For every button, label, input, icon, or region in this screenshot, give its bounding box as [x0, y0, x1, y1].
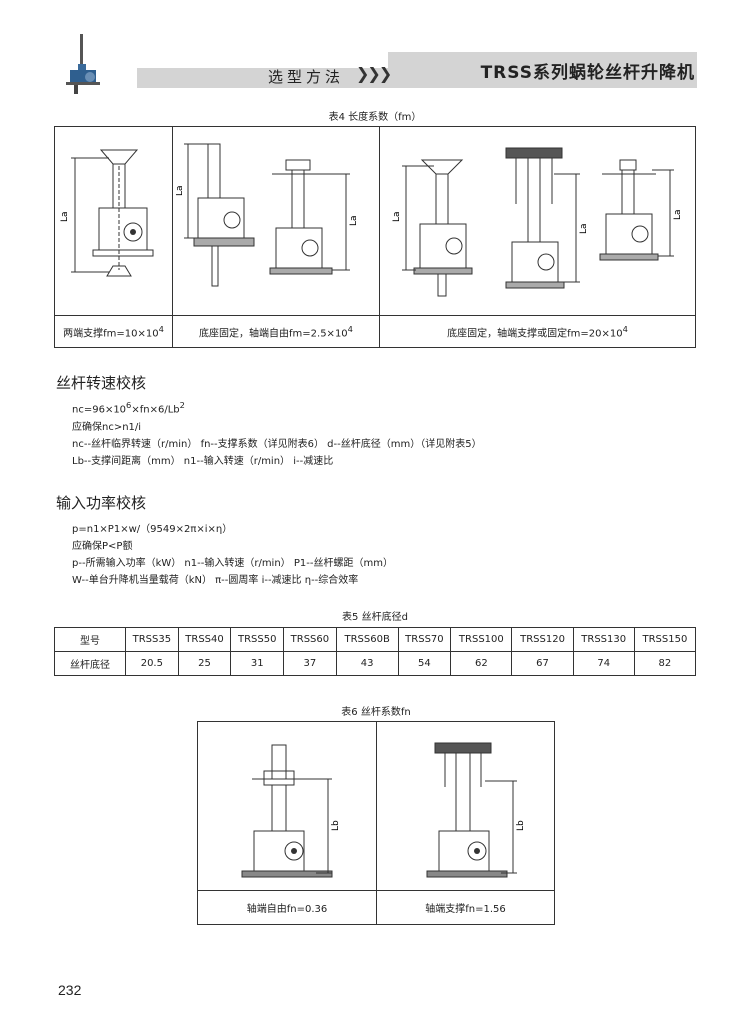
table4: La La L [54, 126, 696, 348]
table4-caption: 表4 长度系数（fm） [328, 112, 422, 123]
speed-def-2: Lb--支撑间距离（mm） n1--输入转速（r/min） i--减速比 [72, 456, 334, 467]
table-cell: 74 [572, 651, 635, 676]
power-def-1: p--所需输入功率（kW） n1--输入转速（r/min） P1--丝杆螺距（m… [72, 558, 393, 569]
lifter-diagram-icon: La La [175, 143, 359, 286]
dim-label-lb: Lb [516, 819, 526, 830]
table-row: 型号 TRSS35 TRSS40 TRSS50 TRSS60 TRSS60B T… [54, 627, 697, 652]
table-cell: TRSS70 [397, 627, 452, 652]
table-cell: 67 [511, 651, 574, 676]
table4-figure-fixed-end: La La La [379, 126, 696, 316]
table-cell: 82 [633, 651, 697, 676]
table5: 型号 TRSS35 TRSS40 TRSS50 TRSS60 TRSS60B T… [54, 627, 697, 676]
power-ensure: 应确保P<P额 [72, 541, 133, 552]
table6-figure-free-end: Lb [197, 721, 377, 891]
lifter-diagram-icon: Lb [241, 744, 341, 877]
lifter-logo-icon [66, 34, 100, 94]
page-number: 232 [58, 982, 82, 998]
table-cell: 62 [450, 651, 513, 676]
table4-figure-free-end: La La [172, 126, 380, 316]
header-title-band [388, 52, 697, 88]
dim-label-la: La [392, 211, 402, 222]
table-cell: 型号 [54, 627, 126, 652]
page-title: TRSS系列蜗轮丝杆升降机 [480, 63, 695, 83]
lifter-diagram-icon: Lb [426, 742, 526, 877]
table-cell: TRSS150 [633, 627, 697, 652]
table-row: 丝杆底径 20.5 25 31 37 43 54 62 67 74 82 [54, 651, 697, 676]
table4-cell-both-ends: 两端支撑fm=10×104 [54, 315, 173, 348]
table-cell: 31 [230, 651, 285, 676]
dim-label-la: La [60, 211, 70, 222]
table-cell: TRSS40 [177, 627, 232, 652]
table4-figure-both-ends: La [54, 126, 173, 316]
dim-label-la: La [579, 223, 589, 234]
lifter-diagram-icon: La [60, 149, 153, 276]
table-cell: TRSS60B [335, 627, 399, 652]
table6-cell-free-end: 轴端自由fn=0.36 [197, 890, 377, 925]
speed-ensure: 应确保nc>n1/i [72, 422, 142, 433]
table-cell: 54 [397, 651, 452, 676]
power-def-2: W--单台升降机当量载荷（kN） π--圆周率 i--减速比 η--综合效率 [72, 575, 359, 586]
dim-label-la: La [349, 215, 359, 226]
table5-caption: 表5 丝杆底径d [342, 612, 408, 623]
speed-formula: nc=96×106×fn×6/Lb2 [72, 400, 185, 416]
table4-cell-free-end: 底座固定，轴端自由fm=2.5×104 [172, 315, 380, 348]
dim-label-lb: Lb [331, 819, 341, 830]
table-cell: TRSS35 [125, 627, 179, 652]
table-cell: TRSS120 [511, 627, 574, 652]
table-cell: 丝杆底径 [54, 651, 126, 676]
speed-section-title: 丝杆转速校核 [56, 374, 147, 392]
table6-caption: 表6 丝杆系数fn [341, 707, 411, 718]
table-cell: TRSS130 [572, 627, 635, 652]
table6-figure-support-end: Lb [376, 721, 555, 891]
power-formula: p=n1×P1×w/（9549×2π×i×η） [72, 524, 233, 535]
table-cell: 37 [283, 651, 337, 676]
table-cell: TRSS100 [450, 627, 513, 652]
table6-cell-support-end: 轴端支撑fn=1.56 [376, 890, 555, 925]
dim-label-la: La [176, 185, 185, 196]
table4-cell-fixed-end: 底座固定，轴端支撑或固定fm=20×104 [379, 315, 696, 348]
power-section-title: 输入功率校核 [56, 494, 147, 512]
table-cell: 25 [177, 651, 232, 676]
table-cell: TRSS50 [230, 627, 285, 652]
table-cell: TRSS60 [283, 627, 337, 652]
section-heading: 选型方法 [268, 68, 345, 86]
table-cell: 20.5 [125, 651, 179, 676]
lifter-diagram-icon: La La La [392, 147, 683, 296]
speed-def-1: nc--丝杆临界转速（r/min） fn--支撑系数（详见附表6） d--丝杆底… [72, 439, 482, 450]
table-cell: 43 [335, 651, 399, 676]
chevron-icon: ❯❯❯ [356, 64, 392, 83]
table6: Lb Lb 轴端自由fn=0.36 轴端支撑fn=1.56 [197, 721, 555, 925]
dim-label-la: La [673, 209, 683, 220]
